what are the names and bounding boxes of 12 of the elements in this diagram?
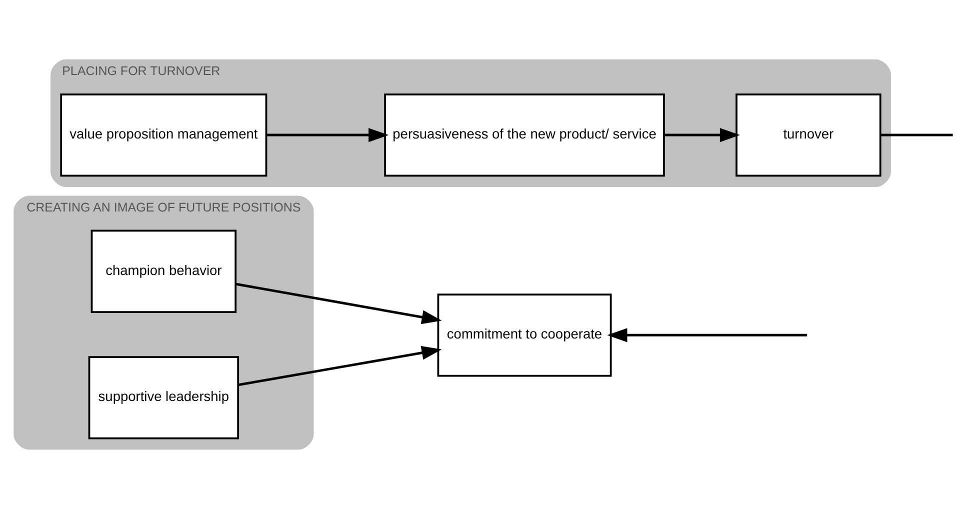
arrow xyxy=(235,282,442,324)
node-box: value proposition management xyxy=(60,92,267,176)
arrow xyxy=(664,128,740,142)
arrow xyxy=(606,328,807,342)
node-box: turnover xyxy=(735,92,881,176)
connector xyxy=(880,133,952,136)
node-box: champion behavior xyxy=(90,229,236,312)
node-box: supportive leadership xyxy=(88,356,239,439)
node-box: commitment to cooperate xyxy=(436,293,612,376)
arrow xyxy=(266,128,388,142)
node-box: persuasiveness of the new product/ service xyxy=(384,92,664,176)
arrow xyxy=(238,345,442,386)
